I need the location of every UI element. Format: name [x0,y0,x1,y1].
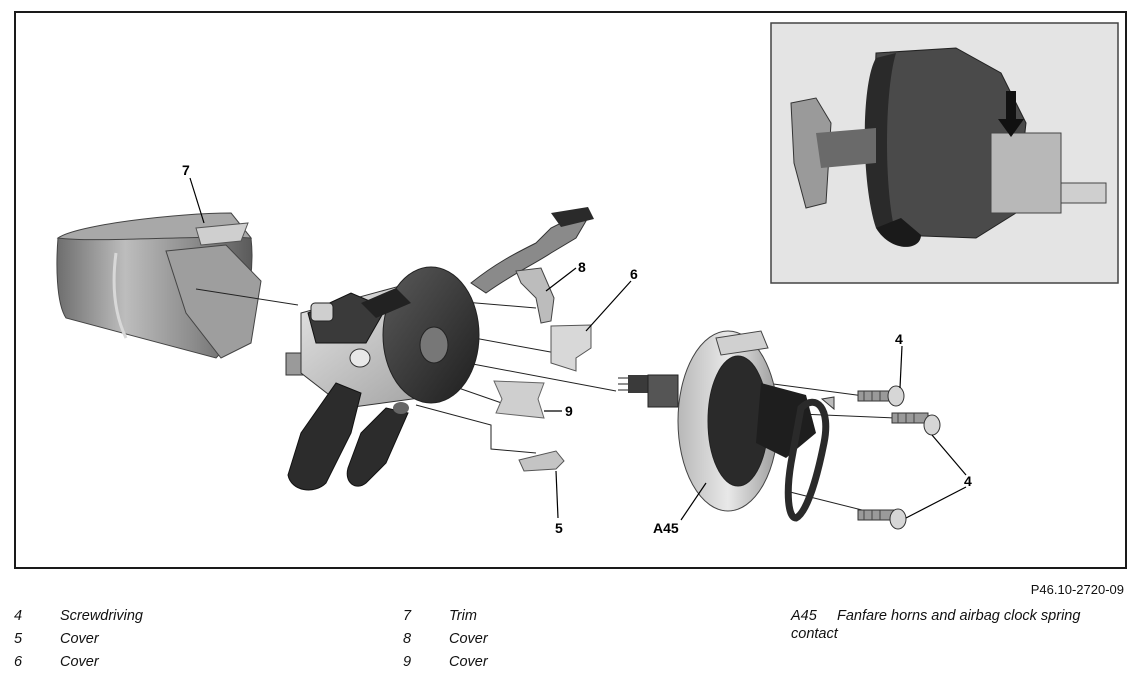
screw-bottom-part [857,508,907,530]
legend-text: Cover [449,631,488,647]
down-arrow-icon [998,91,1024,137]
legend-text: Cover [449,654,488,670]
legend-text: Screwdriving [60,608,143,624]
exploded-view-drawing: 7 8 6 9 5 4 4 A45 [56,22,1119,536]
cover-5-part [518,450,565,472]
callout-9: 9 [565,403,573,419]
screw-top-part [857,385,905,407]
legend-number: 8 [403,631,412,647]
legend-number: 4 [14,608,23,624]
inset-detail [770,22,1119,284]
cover-8-part [515,267,555,324]
legend-number: 5 [14,631,23,647]
callout-4-right: 4 [964,473,972,489]
callout-a45: A45 [653,520,679,536]
combination-switch [285,207,594,491]
callout-leaders [189,177,967,521]
callout-4-top: 4 [895,331,903,347]
cover-6-part [550,324,592,372]
legend-text: Fanfare horns and airbag clock spring co… [791,608,1081,642]
legend-text: Cover [60,631,99,647]
connector-part [618,374,679,408]
legend-text: Cover [60,654,99,670]
legend-number: 9 [403,654,412,670]
legend-item: A45 Fanfare horns and airbag clock sprin… [791,607,1131,653]
legend-number: A45 [791,608,817,624]
screw-middle-part [891,412,941,436]
cover-9-part [493,380,545,419]
callout-8: 8 [578,259,586,275]
callout-5: 5 [555,520,563,536]
callout-7: 7 [182,162,190,178]
figure-id: P46.10-2720-09 [1030,582,1124,597]
legend-text: Trim [449,608,477,624]
trim-part [56,212,262,359]
diagram-frame: 7 8 6 9 5 4 4 A45 [14,11,1127,569]
legend-number: 7 [403,608,412,624]
callout-6: 6 [630,266,638,282]
legend-number: 6 [14,654,23,670]
clock-spring-part [677,330,835,522]
